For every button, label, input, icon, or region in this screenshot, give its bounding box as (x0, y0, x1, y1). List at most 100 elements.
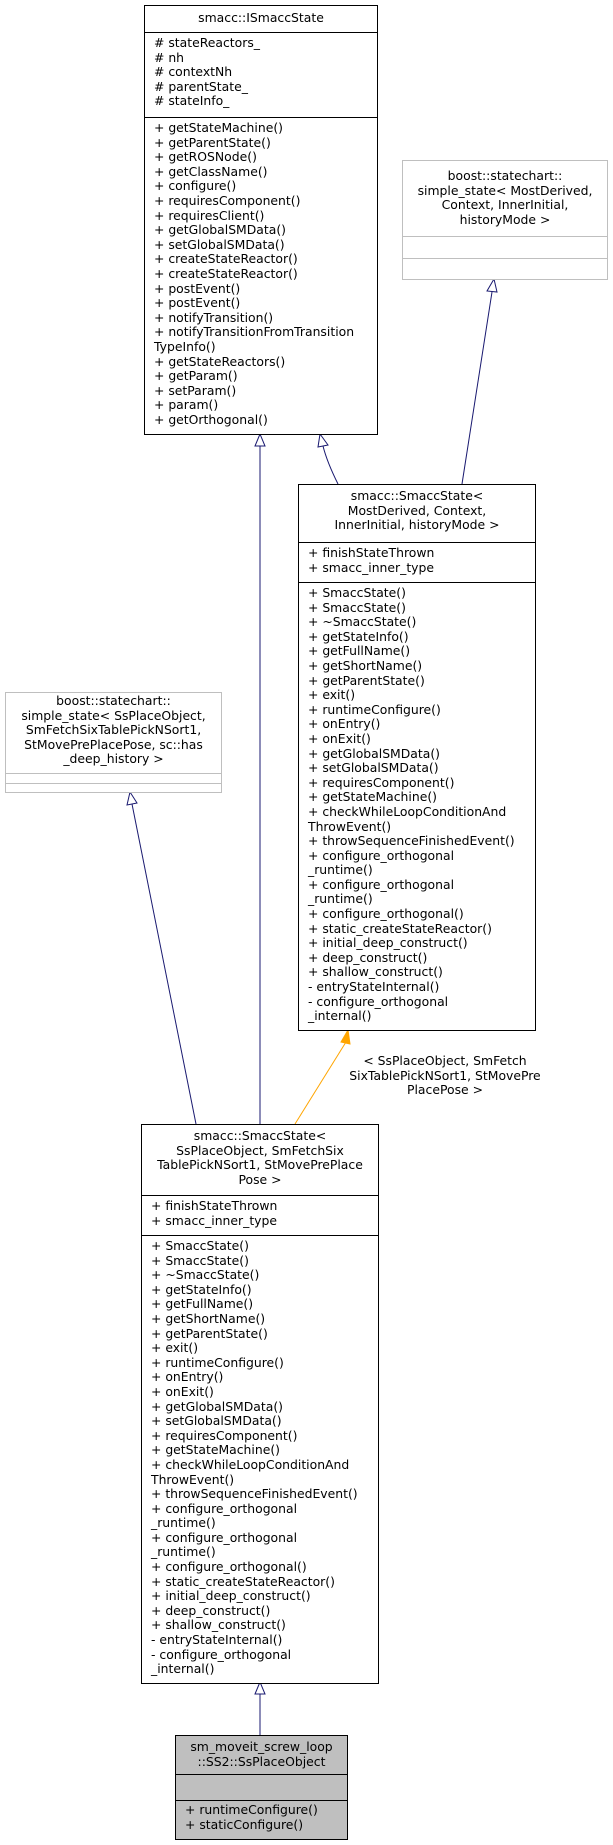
method: + createStateReactor() (154, 265, 298, 281)
method: + initial_deep_construct() (151, 1588, 311, 1604)
method: + shallow_construct() (151, 1617, 286, 1633)
method: + throwSequenceFinishedEvent() (151, 1486, 358, 1502)
method: + SmaccState() (151, 1252, 249, 1268)
method: + postEvent() (154, 295, 241, 311)
method: _runtime() (308, 862, 373, 878)
method: + getFullName() (308, 643, 411, 659)
node-title: StMovePrePlacePose, sc::has (24, 736, 203, 752)
method: - configure_orthogonal (308, 993, 449, 1009)
method: + configure_orthogonal() (151, 1559, 307, 1575)
node-title: boost::statechart:: (56, 693, 171, 708)
method: + requiresComponent() (151, 1427, 298, 1443)
method: + getGlobalSMData() (151, 1398, 284, 1414)
arrowhead-smacc-specific (254, 1680, 266, 1695)
method: + notifyTransitionFromTransition (154, 324, 355, 340)
method: + getStateMachine() (151, 1442, 281, 1458)
node-boost-simple-state-generic[interactable]: boost::statechart:: simple_state< MostDe… (402, 160, 608, 280)
method: + getParentState() (151, 1325, 268, 1341)
method: + static_createStateReactor() (308, 920, 492, 936)
method: + getParentState() (308, 672, 425, 688)
node-title: MostDerived, Context, (347, 502, 487, 518)
method: + deep_construct() (151, 1602, 271, 1618)
method: + getStateMachine() (154, 120, 284, 135)
node-smacc-state-generic[interactable]: smacc::SmaccState< MostDerived, Context,… (298, 484, 536, 1031)
method: + getGlobalSMData() (308, 745, 441, 761)
method: TypeInfo() (154, 338, 216, 354)
edge-template-instantiation (294, 1041, 347, 1125)
method: + getClassName() (154, 163, 268, 179)
method: + getStateInfo() (308, 628, 409, 644)
method: - configure_orthogonal (151, 1646, 292, 1662)
method: + deep_construct() (308, 949, 428, 965)
method: + setGlobalSMData() (308, 760, 439, 776)
method: + onEntry() (151, 1369, 224, 1385)
arrowhead-ismacc-2 (317, 432, 329, 448)
method: + static_createStateReactor() (151, 1573, 335, 1589)
method: + postEvent() (154, 280, 241, 296)
method: _internal() (308, 1008, 372, 1024)
method: + onExit() (151, 1383, 214, 1399)
method: + runtimeConfigure() (151, 1354, 284, 1370)
method: + setGlobalSMData() (154, 236, 285, 252)
node-title: smacc::ISmaccState (198, 10, 324, 25)
method: ThrowEvent() (151, 1471, 235, 1487)
arrowhead-boost-specific (126, 790, 138, 806)
method: + exit() (308, 687, 356, 703)
edge-label-line: PlacePose > (407, 1082, 483, 1098)
method: + createStateReactor() (154, 251, 298, 267)
method: + throwSequenceFinishedEvent() (308, 833, 515, 849)
attribute: + smacc_inner_type (308, 559, 434, 575)
attribute: + smacc_inner_type (151, 1212, 277, 1228)
method: - entryStateInternal() (151, 1632, 283, 1648)
method: + onEntry() (308, 716, 381, 732)
node-title: SsPlaceObject, SmFetchSix (176, 1142, 344, 1158)
method: + getShortName() (308, 657, 423, 673)
method: _runtime() (151, 1515, 216, 1531)
method: _runtime() (151, 1544, 216, 1560)
method: + exit() (151, 1340, 199, 1356)
edge-boost-specific-to-smacc-specific (131, 803, 197, 1125)
method: + getOrthogonal() (154, 411, 268, 427)
attribute: # nh (154, 49, 185, 65)
node-title: boost::statechart:: (447, 168, 563, 183)
attribute: + finishStateThrown (308, 545, 435, 560)
method: + SmaccState() (308, 599, 406, 615)
method: + getROSNode() (154, 149, 257, 165)
method: + staticConfigure() (185, 1816, 304, 1832)
method: + onExit() (308, 730, 371, 746)
method: + getStateReactors() (154, 353, 286, 369)
node-ismacc-state[interactable]: smacc::ISmaccState # stateReactors_ # nh… (144, 5, 378, 435)
method: + param() (154, 397, 219, 413)
method: + runtimeConfigure() (308, 701, 441, 717)
method: + configure_orthogonal (308, 847, 455, 863)
method: + initial_deep_construct() (308, 935, 468, 951)
edge-label-line: SixTablePickNSort1, StMovePre (349, 1067, 541, 1083)
node-ss-place-object[interactable]: sm_moveit_screw_loop ::SS2::SsPlaceObjec… (175, 1735, 348, 1840)
method: + requiresComponent() (308, 774, 455, 790)
node-boost-simple-state-specific[interactable]: boost::statechart:: simple_state< SsPlac… (5, 692, 222, 793)
method: ThrowEvent() (308, 818, 392, 834)
node-title: smacc::SmaccState< (350, 488, 484, 503)
method: + getFullName() (151, 1296, 254, 1312)
node-title: InnerInitial, historyMode > (334, 517, 500, 533)
arrowhead-boost-generic (486, 277, 498, 293)
method: + SmaccState() (308, 585, 406, 600)
arrowhead-template (340, 1028, 351, 1045)
method: + requiresComponent() (154, 192, 301, 208)
node-smacc-state-specific[interactable]: smacc::SmaccState< SsPlaceObject, SmFetc… (141, 1124, 379, 1684)
node-title: ::SS2::SsPlaceObject (197, 1753, 326, 1769)
method: + checkWhileLoopConditionAnd (308, 803, 507, 819)
method: _internal() (151, 1661, 215, 1677)
edge-label-template-args: < SsPlaceObject, SmFetch SixTablePickNSo… (340, 1053, 550, 1098)
node-title: Pose > (238, 1171, 282, 1187)
edge-label-line: < SsPlaceObject, SmFetch (363, 1053, 527, 1068)
attribute: # stateInfo_ (154, 93, 230, 109)
edge-boost-generic-to-smacc-generic (461, 291, 493, 485)
node-title: historyMode > (459, 211, 551, 227)
method: + configure_orthogonal (151, 1529, 298, 1545)
attribute: # parentState_ (154, 78, 248, 94)
method: + requiresClient() (154, 207, 265, 223)
method: + getParam() (154, 368, 238, 384)
method: + getStateInfo() (151, 1281, 252, 1297)
